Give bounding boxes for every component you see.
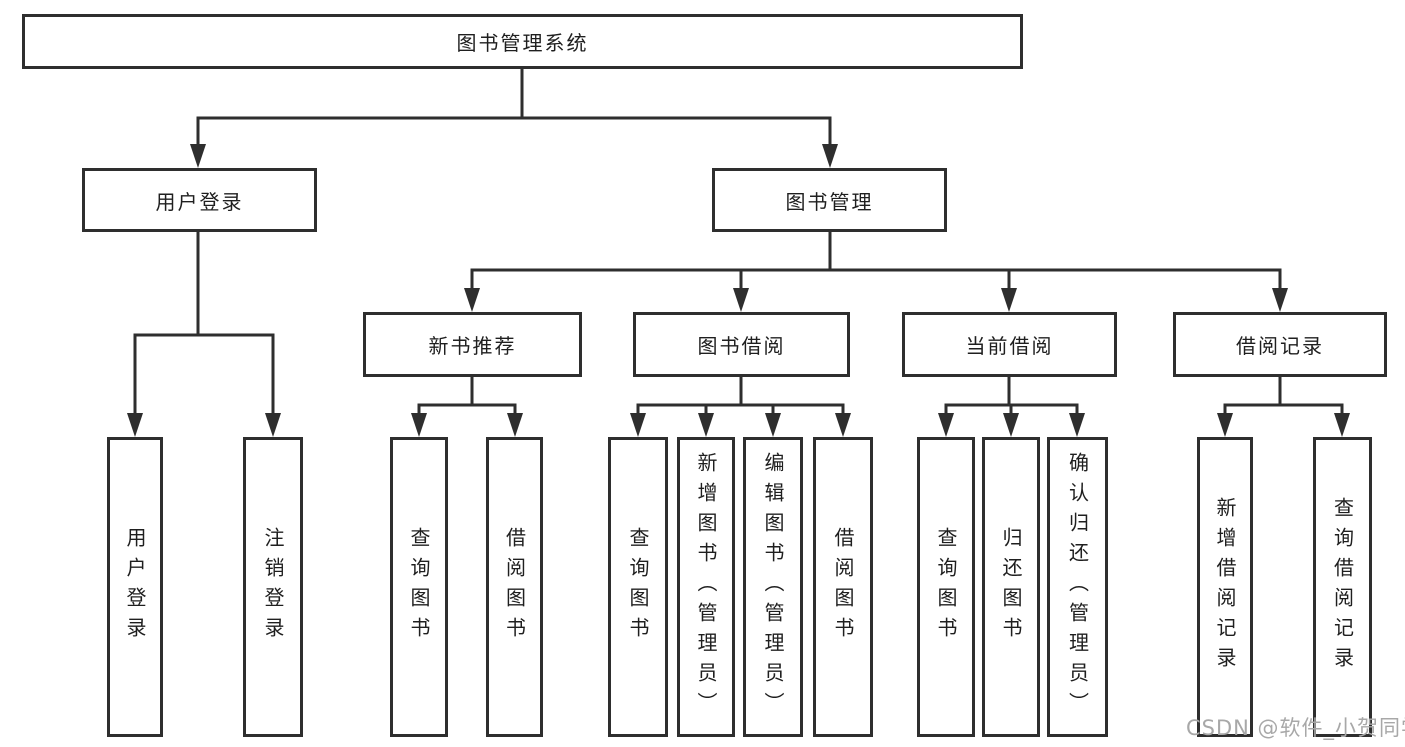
- leaf-add-books-admin: 新增图书（管理员）: [677, 437, 735, 737]
- node-user-login: 用户登录: [82, 168, 317, 232]
- node-library-system: 图书管理系统: [22, 14, 1023, 69]
- leaf-borrow-query-books: 查询图书: [608, 437, 668, 737]
- leaf-edit-books-admin: 编辑图书（管理员）: [743, 437, 803, 737]
- edge-root-to-level2: [190, 67, 838, 168]
- leaf-recommend-query-books: 查询图书: [390, 437, 448, 737]
- node-new-book-recommend: 新书推荐: [363, 312, 582, 377]
- leaf-borrow-books: 借阅图书: [813, 437, 873, 737]
- leaf-user-login: 用户登录: [107, 437, 163, 737]
- node-current-borrow: 当前借阅: [902, 312, 1117, 377]
- leaf-return-books: 归还图书: [982, 437, 1040, 737]
- edge-borrow-records-to-leaves: [1217, 375, 1350, 437]
- edge-book-borrow-to-leaves: [630, 375, 851, 437]
- leaf-query-borrow-record: 查询借阅记录: [1313, 437, 1372, 737]
- edge-user-login-to-leaves: [127, 230, 281, 437]
- leaf-logout: 注销登录: [243, 437, 303, 737]
- node-borrow-records: 借阅记录: [1173, 312, 1387, 377]
- leaf-confirm-return-admin: 确认归还（管理员）: [1047, 437, 1108, 737]
- node-book-borrow: 图书借阅: [633, 312, 850, 377]
- node-book-management: 图书管理: [712, 168, 947, 232]
- watermark: CSDN @软件_小贺同学: [1186, 716, 1405, 740]
- leaf-current-query-books: 查询图书: [917, 437, 975, 737]
- leaf-recommend-borrow-books: 借阅图书: [486, 437, 543, 737]
- edge-current-borrow-to-leaves: [938, 375, 1085, 437]
- edge-new-book-to-leaves: [411, 375, 523, 437]
- leaf-add-borrow-record: 新增借阅记录: [1197, 437, 1253, 737]
- edge-book-mgmt-to-level3: [464, 230, 1288, 312]
